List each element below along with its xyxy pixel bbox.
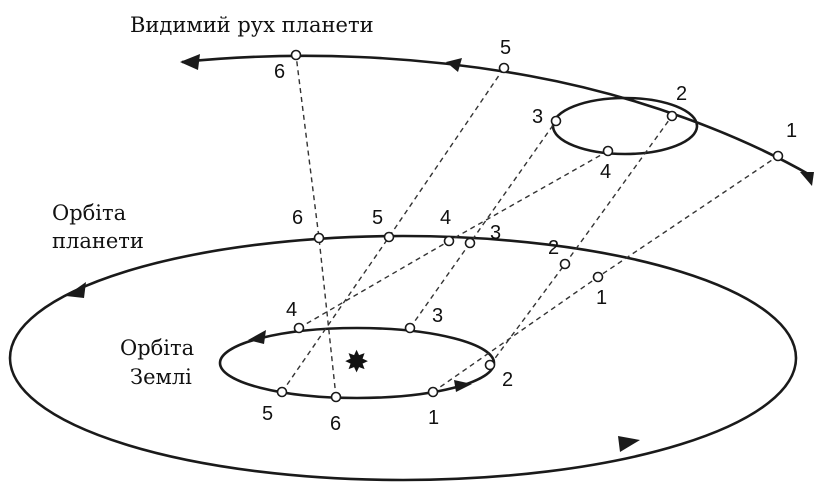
earth-point-5 bbox=[276, 386, 288, 398]
sight-line-3 bbox=[409, 120, 557, 329]
planet-point-5 bbox=[383, 231, 395, 243]
earth-point-3 bbox=[404, 322, 416, 334]
planet-label-4: 4 bbox=[440, 207, 451, 229]
apparent-point-2 bbox=[666, 110, 678, 122]
apparent-label-1: 1 bbox=[786, 120, 797, 142]
earth-label-6: 6 bbox=[330, 413, 341, 435]
earth-point-2 bbox=[484, 359, 496, 371]
apparent-label-5: 5 bbox=[500, 37, 511, 59]
apparent-label-6: 6 bbox=[274, 61, 285, 83]
earth-label-1: 1 bbox=[428, 407, 439, 429]
apparent-point-5 bbox=[498, 62, 510, 74]
planet-orbit-arrow-right-icon bbox=[618, 436, 640, 452]
apparent-point-1 bbox=[772, 150, 784, 162]
apparent-point-6 bbox=[290, 49, 302, 61]
earth-orbit-label-line1: Орбіта bbox=[120, 336, 194, 360]
planet-orbit-label-line1: Орбіта bbox=[52, 201, 126, 225]
sight-line-1 bbox=[432, 155, 779, 393]
earth-point-6 bbox=[330, 391, 342, 403]
sun-icon: ✸ bbox=[344, 345, 369, 380]
planet-label-3: 3 bbox=[490, 222, 501, 244]
apparent-motion-label: Видимий рух планети bbox=[130, 13, 374, 37]
earth-label-5: 5 bbox=[262, 403, 273, 425]
sight-line-6 bbox=[295, 54, 337, 398]
planet-label-2: 2 bbox=[548, 237, 559, 259]
apparent-path-arrow-right-icon bbox=[800, 172, 814, 186]
planet-point-6 bbox=[313, 232, 325, 244]
earth-point-4 bbox=[293, 322, 305, 334]
apparent-label-3: 3 bbox=[532, 106, 543, 128]
planet-point-2 bbox=[559, 258, 571, 270]
retrograde-loop bbox=[551, 96, 699, 156]
earth-orbit-label-line2: Землі bbox=[130, 365, 192, 389]
planet-label-6: 6 bbox=[292, 207, 303, 229]
sight-line-2 bbox=[489, 115, 673, 366]
earth-label-3: 3 bbox=[432, 305, 443, 327]
apparent-point-3 bbox=[550, 115, 562, 127]
earth-label-2: 2 bbox=[502, 369, 513, 391]
planet-point-4 bbox=[443, 235, 455, 247]
apparent-label-4: 4 bbox=[600, 161, 611, 183]
earth-orbit-arrow-left-icon bbox=[248, 330, 266, 344]
planet-orbit-arrow-left-icon bbox=[66, 282, 86, 298]
apparent-path-arrow-mid-icon bbox=[446, 58, 462, 72]
planet-label-5: 5 bbox=[372, 207, 383, 229]
planet-label-1: 1 bbox=[596, 287, 607, 309]
planet-point-1 bbox=[592, 271, 604, 283]
apparent-point-4 bbox=[602, 145, 614, 157]
planet-orbit bbox=[8, 234, 798, 482]
earth-point-1 bbox=[427, 386, 439, 398]
planet-point-3 bbox=[464, 237, 476, 249]
earth-orbit-arrow-right-icon bbox=[454, 380, 472, 392]
apparent-path-arrow-left-icon bbox=[180, 54, 200, 70]
sight-line-5 bbox=[281, 67, 505, 393]
planet-orbit-label-line2: планети bbox=[52, 229, 144, 253]
earth-label-4: 4 bbox=[286, 299, 297, 321]
apparent-label-2: 2 bbox=[676, 83, 687, 105]
